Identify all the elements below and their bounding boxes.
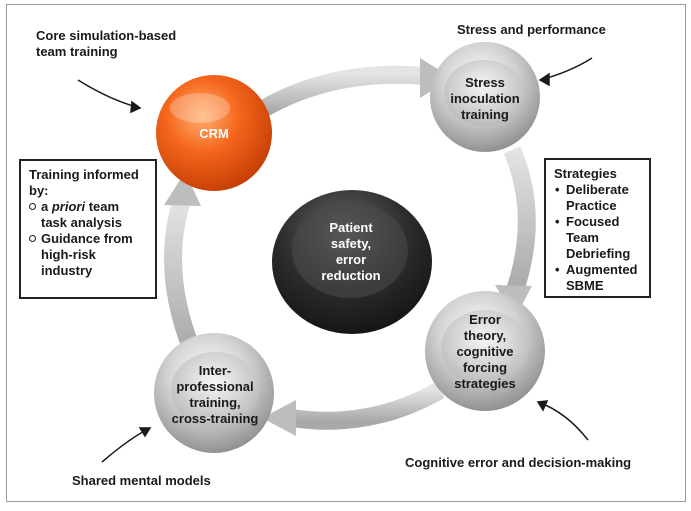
error-line-1: Error	[469, 312, 501, 327]
center-node	[272, 190, 432, 334]
arrow-stress-to-error	[495, 146, 536, 318]
pointer-stress	[538, 57, 593, 87]
crm-label: CRM	[199, 126, 229, 141]
pointer-shared	[101, 427, 152, 463]
stress-line-3: training	[461, 107, 509, 122]
stress-line-1: Stress	[465, 75, 505, 90]
error-label: Error theory, cognitive forcing strategi…	[438, 312, 532, 392]
error-line-2: theory,	[463, 328, 507, 343]
right-box-item-1: Deliberate Practice	[554, 182, 641, 214]
left-box-heading-2: by:	[29, 183, 49, 198]
right-box-heading: Strategies	[554, 166, 617, 181]
center-line-4: reduction	[321, 268, 381, 283]
stress-line-2: inoculation	[450, 91, 520, 106]
inter-line-2: professional	[176, 379, 254, 394]
error-line-5: strategies	[454, 376, 516, 391]
left-box-heading-1: Training informed	[29, 167, 139, 182]
pointer-cognitive	[536, 400, 589, 441]
stress-node	[430, 42, 540, 152]
error-line-3: cognitive	[456, 344, 514, 359]
error-node	[425, 291, 545, 411]
core-line-1: Core simulation-based	[36, 28, 177, 43]
stress-label: Stress inoculation training	[440, 75, 530, 123]
core-line-2: team training	[36, 44, 118, 59]
arrow-error-to-inter	[262, 382, 445, 436]
right-box-item-2: Focused Team Debriefing	[554, 214, 641, 262]
pointer-core	[77, 79, 142, 114]
inter-node	[154, 333, 274, 453]
left-box-item-2: Guidance from high-risk industry	[29, 231, 147, 279]
inter-line-1: Inter-	[198, 363, 232, 378]
stress-performance-label: Stress and performance	[457, 22, 606, 37]
inter-label: Inter- professional training, cross-trai…	[160, 363, 270, 427]
crm-node	[156, 75, 272, 191]
strategies-box: Strategies Deliberate Practice Focused T…	[544, 158, 651, 298]
right-box-item-3: Augmented SBME	[554, 262, 641, 294]
center-line-1: Patient	[329, 220, 373, 235]
training-informed-box: Training informed by: a priori team task…	[19, 159, 157, 299]
shared-label: Shared mental models	[72, 473, 211, 488]
core-label: Core simulation-based team training	[36, 28, 176, 60]
error-line-4: forcing	[462, 360, 508, 375]
center-line-3: error	[335, 252, 367, 267]
inter-line-3: training,	[189, 395, 241, 410]
cognitive-label: Cognitive error and decision-making	[405, 455, 632, 470]
center-line-2: safety,	[330, 236, 372, 251]
inter-line-4: cross-training	[171, 411, 259, 426]
arrow-inter-to-crm	[164, 172, 201, 354]
center-label: Patient safety, error reduction	[305, 220, 397, 284]
arrow-crm-to-stress	[253, 58, 452, 120]
left-box-item-1: a priori team task analysis	[29, 199, 147, 231]
